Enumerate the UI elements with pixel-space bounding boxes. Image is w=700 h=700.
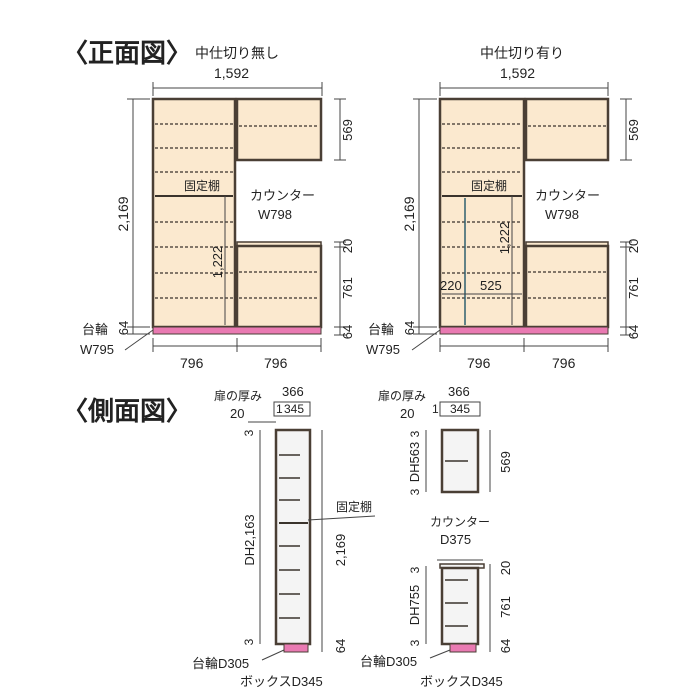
top-gap: 3 (408, 430, 422, 437)
door-thickness-value: 20 (400, 406, 414, 421)
tall-cabinet-panel (438, 97, 526, 329)
total-height-label: 2,169 (401, 196, 417, 231)
width-right-label: 796 (264, 355, 288, 371)
partition-left-label: 220 (440, 278, 462, 293)
caster-label: 台輪 (368, 322, 394, 337)
upper-height-label: 569 (340, 119, 355, 141)
right-base-height: 64 (626, 325, 641, 339)
counter-width: W798 (545, 207, 579, 222)
depth-2: 345 (284, 402, 304, 416)
upper-height-label: 569 (626, 119, 641, 141)
door-thickness-label: 扉の厚み (378, 389, 426, 403)
counter-label: カウンター (535, 188, 600, 203)
left-base-height: 64 (402, 321, 417, 335)
width-left-label: 796 (180, 355, 204, 371)
depth-total: 366 (282, 384, 304, 399)
box-depth: ボックスD345 (420, 674, 503, 689)
caster-label: 台輪 (82, 322, 108, 337)
gap: 20 (498, 561, 513, 575)
base-height: 64 (498, 639, 513, 653)
top-gap: 3 (408, 566, 422, 573)
counter-gap-label: 20 (340, 239, 355, 253)
front-right-unit: 中仕切り有り 1,592 固定棚 1,222 220 525 569 (366, 45, 641, 371)
door-height: DH755 (407, 585, 422, 625)
shelf-lines (155, 123, 233, 299)
counter-shelf-lines (239, 271, 319, 299)
door-thickness-value: 20 (230, 406, 244, 421)
caster-base (449, 643, 477, 653)
counter-width: W798 (258, 207, 292, 222)
depth-1: 1 (276, 402, 283, 416)
counter-label: カウンター (430, 515, 490, 529)
partition-right-label: 525 (480, 278, 502, 293)
depth-2: 345 (450, 402, 470, 416)
height: 761 (498, 596, 513, 618)
front-right-total-width: 1,592 (500, 65, 535, 81)
height: 569 (498, 451, 513, 473)
counter-cabinet-panel (235, 244, 323, 329)
width-right-label: 796 (552, 355, 576, 371)
door-thickness-label: 扉の厚み (214, 389, 262, 403)
inner-height-label: 1,222 (210, 246, 225, 279)
bottom-gap: 3 (408, 488, 422, 495)
total-height-label: 2,169 (115, 196, 131, 231)
right-base-height: 64 (340, 325, 355, 339)
depth-total: 366 (448, 384, 470, 399)
side-shelf-lines (279, 454, 300, 619)
counter-label: カウンター (250, 188, 315, 203)
counter-gap-label: 20 (626, 239, 641, 253)
counter-depth: D375 (440, 532, 471, 547)
upper-cabinet-panel (524, 97, 610, 162)
box-depth: ボックスD345 (240, 674, 323, 689)
caster-base (152, 326, 322, 335)
side-tall-unit: 扉の厚み 20 366 1 345 固定棚 3 DH2,163 3 2,169 … (192, 384, 376, 689)
shelf-lines (442, 123, 522, 299)
counter-cabinet-panel (524, 244, 610, 329)
side-counter-unit: カウンター D375 3 DH755 3 20 761 64 台輪D305 ボッ… (360, 515, 513, 689)
counter-height-label: 761 (340, 277, 355, 299)
caster-base (439, 326, 609, 335)
caster-depth: 台輪D305 (192, 656, 249, 671)
total-height: 2,169 (333, 534, 348, 567)
front-view-heading: 〈正面図〉 (62, 38, 192, 68)
fixed-shelf-label: 固定棚 (471, 178, 507, 193)
caster-width: W795 (366, 342, 400, 357)
caster-depth: 台輪D305 (360, 654, 417, 669)
left-base-height: 64 (116, 321, 131, 335)
door-height: DH563 (407, 442, 422, 482)
side-view-heading: 〈側面図〉 (62, 396, 192, 426)
front-left-title: 中仕切り無し (195, 45, 279, 61)
caster-base (283, 643, 309, 653)
upper-cabinet-panel (235, 97, 323, 162)
door-height: DH2,163 (242, 514, 257, 565)
caster-width: W795 (80, 342, 114, 357)
fixed-shelf-label: 固定棚 (336, 499, 372, 514)
front-right-title: 中仕切り有り (480, 45, 564, 61)
bottom-gap: 3 (408, 639, 422, 646)
fixed-shelf-label: 固定棚 (184, 178, 220, 193)
depth-1: 1 (432, 402, 439, 416)
tall-cabinet-panel (151, 97, 237, 329)
width-left-label: 796 (467, 355, 491, 371)
bottom-gap: 3 (242, 638, 256, 645)
front-left-total-width: 1,592 (214, 65, 249, 81)
front-left-unit: 中仕切り無し 1,592 固定棚 1,222 569 カウンタ (80, 45, 355, 371)
inner-height-label: 1,222 (497, 222, 512, 255)
top-gap: 3 (242, 429, 256, 436)
base-height: 64 (333, 639, 348, 653)
counter-height-label: 761 (626, 277, 641, 299)
side-tall-cabinet (274, 428, 312, 646)
side-upper-unit: 扉の厚み 20 366 1 345 3 DH563 3 569 (378, 384, 513, 495)
